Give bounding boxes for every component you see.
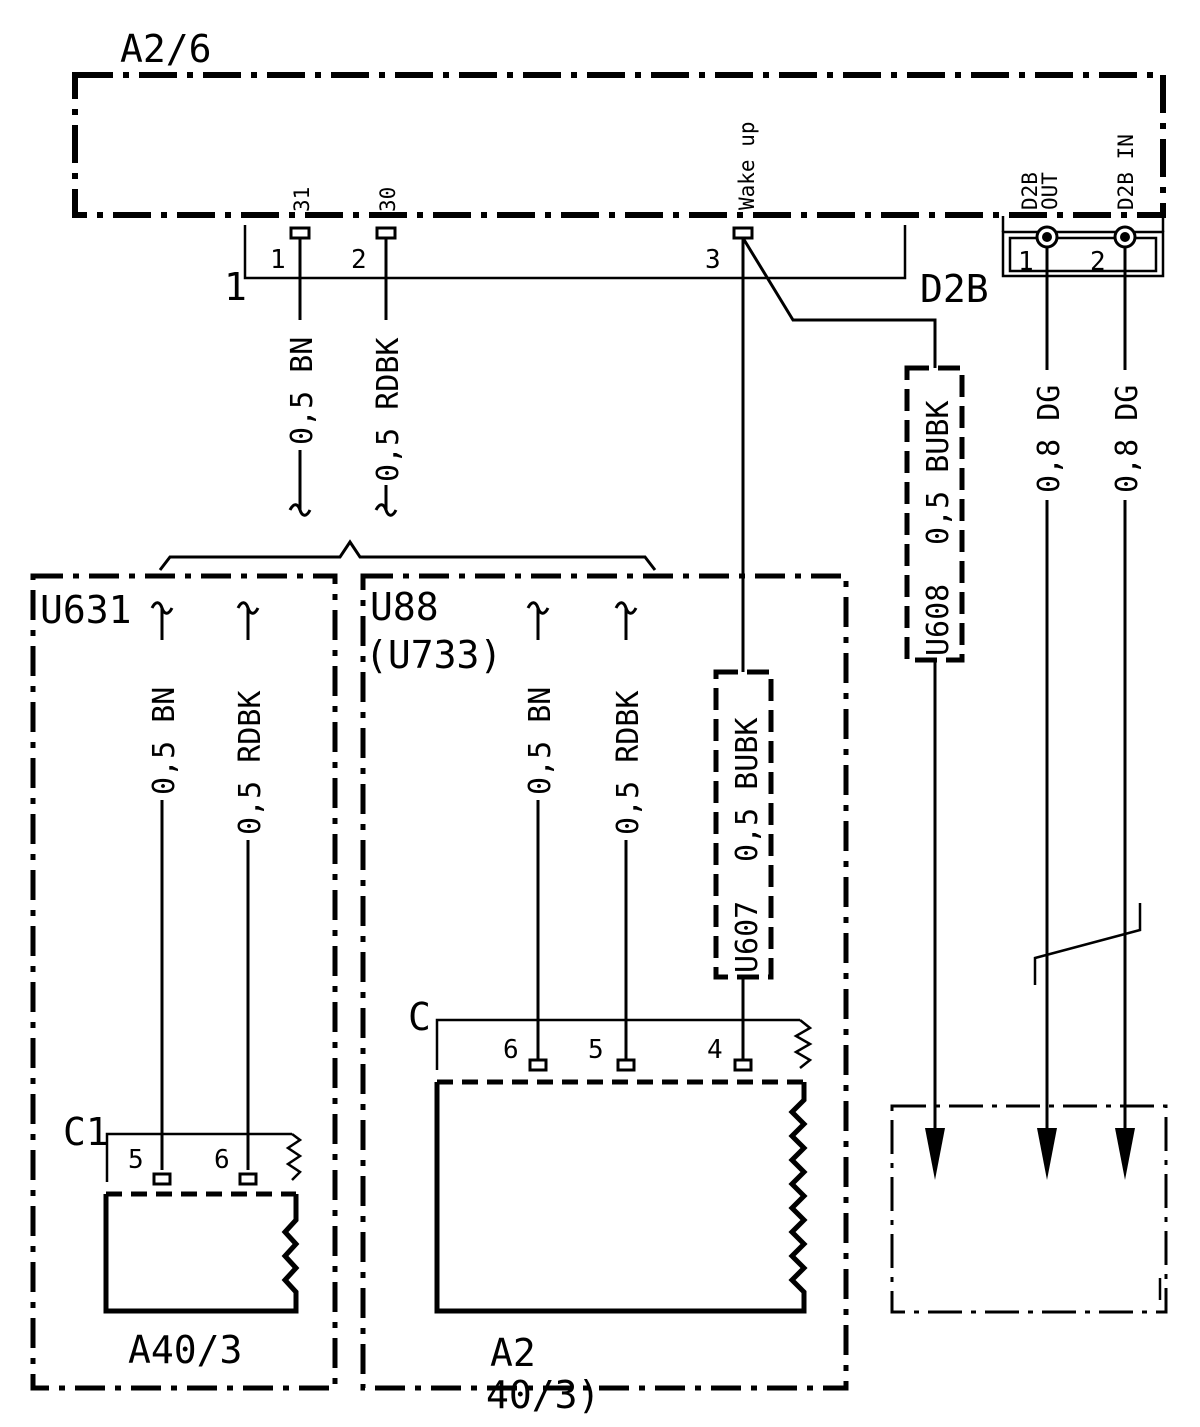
module-a2-label-2: 40/3) <box>486 1373 600 1417</box>
pin-1-label: 1 <box>270 245 286 275</box>
pin-2-label: 2 <box>351 245 367 275</box>
ecu-d2b-out-label-1: D2B <box>1018 172 1042 210</box>
ecu-pin-30-label: 30 <box>376 187 400 212</box>
arrow-dg-out <box>1037 1128 1057 1180</box>
ecu-a2-6-label: A2/6 <box>120 27 212 71</box>
module-a40-3-solid <box>103 1194 300 1314</box>
ecu-a2-6-box <box>72 72 1166 218</box>
c-pin-5-label: 5 <box>588 1035 604 1065</box>
pin-terminal-30 <box>375 226 397 240</box>
c-pin-6-terminal <box>528 1058 548 1072</box>
u631-label: U631 <box>40 588 132 632</box>
slant-bracket <box>1033 903 1142 985</box>
wire-bubk-u608-label: 0,5 BUBK <box>921 401 956 546</box>
c-pin-6-label: 6 <box>503 1035 519 1065</box>
arrow-dg-in <box>1115 1128 1135 1180</box>
d2b-pin-2-label: 2 <box>1090 247 1106 277</box>
arrow-u608 <box>925 1128 945 1180</box>
connector-c1-bracket <box>105 1132 292 1182</box>
wire-bubk-u607-label: 0,5 BUBK <box>730 718 765 863</box>
wire-rdbk-u88-label: 0,5 RDBK <box>611 691 646 836</box>
u607-label: U607 <box>730 901 765 973</box>
u88-box <box>360 573 849 1391</box>
c-pin-4-label: 4 <box>707 1035 723 1065</box>
c-pin-4-terminal <box>733 1058 753 1072</box>
c-pin-5-terminal <box>616 1058 636 1072</box>
module-a2-label-1: A2 <box>490 1331 536 1375</box>
wire-dg-out-label: 0,8 DG <box>1032 385 1067 493</box>
d2b-pin-1-label: 1 <box>1018 247 1034 277</box>
u608-label: U608 <box>921 584 956 656</box>
u88-label: U88 <box>370 585 439 629</box>
ecu-d2b-out-label-2: OUT <box>1038 172 1062 210</box>
ecu-d2b-in-label: D2B IN <box>1114 134 1138 210</box>
connector-c1-label: C1 <box>63 1110 109 1154</box>
wire-bn-u88-label: 0,5 BN <box>523 687 558 795</box>
harness-connector-1-label: 1 <box>224 265 247 309</box>
pin-3-label: 3 <box>705 245 721 275</box>
connector-bracket-1 <box>243 225 907 280</box>
d2b-connector-label: D2B <box>920 267 989 311</box>
module-a40-3-label: A40/3 <box>128 1328 242 1372</box>
u733-label: (U733) <box>365 633 502 677</box>
wire-rdbk-top-label: 0,5 RDBK <box>371 338 406 483</box>
group-brace <box>158 539 657 571</box>
destination-box <box>890 1104 1168 1314</box>
connector-c-bracket <box>435 1018 800 1070</box>
module-a2-solid <box>434 1082 808 1314</box>
ecu-pin-31-label: 31 <box>290 187 314 212</box>
ecu-wakeup-label: Wake up <box>735 121 759 210</box>
d2b-connector <box>1001 216 1165 278</box>
wire-bn-top-label: 0,5 BN <box>285 337 320 445</box>
connector-c1-zigzag <box>285 1133 303 1181</box>
wire-dg-in-label: 0,8 DG <box>1110 385 1145 493</box>
pin-terminal-3 <box>732 226 754 240</box>
u631-box <box>30 573 338 1391</box>
wire-bn-u631-label: 0,5 BN <box>147 687 182 795</box>
wire-bubk-branch <box>741 237 937 368</box>
pin-terminal-31 <box>289 226 311 240</box>
c1-pin-6-label: 6 <box>214 1145 230 1175</box>
c1-pin-5-label: 5 <box>128 1145 144 1175</box>
c1-pin-5-terminal <box>152 1172 172 1186</box>
c1-pin-6-terminal <box>238 1172 258 1186</box>
connector-c-zigzag <box>793 1019 813 1069</box>
wire-rdbk-u631-label: 0,5 RDBK <box>233 691 268 836</box>
connector-c-label: C <box>408 995 431 1039</box>
